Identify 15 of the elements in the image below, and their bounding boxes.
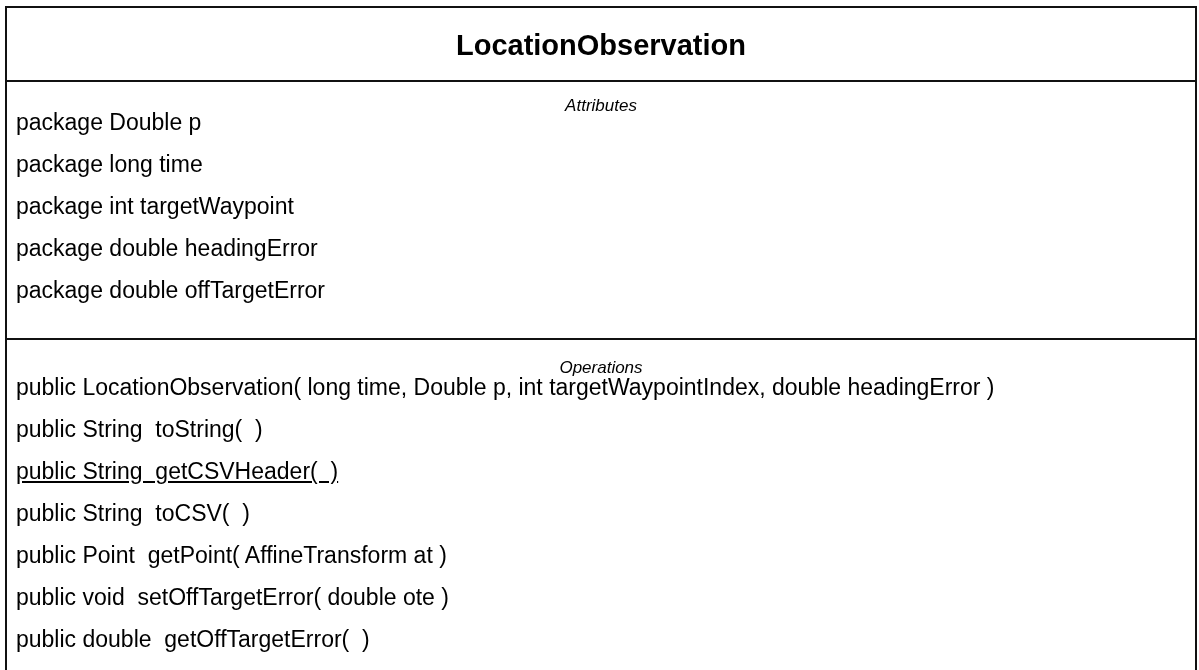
member-signature: package double headingError bbox=[16, 234, 318, 262]
member-signature: public Point getPoint( AffineTransform at ) bbox=[16, 541, 447, 569]
member-signature: public void setOffTargetError( double ote ) bbox=[16, 583, 449, 611]
class-name: LocationObservation bbox=[7, 8, 1195, 82]
member-signature: public String getCSVHeader( ) bbox=[16, 457, 339, 485]
member-signature: package int targetWaypoint bbox=[16, 192, 294, 220]
compartment-heading: Operations bbox=[558, 358, 644, 377]
member-signature: public String toCSV( ) bbox=[16, 499, 250, 527]
member-signature: public String toString( ) bbox=[16, 415, 263, 443]
compartment-heading: Attributes bbox=[563, 96, 638, 116]
member-signature: public double getOffTargetError( ) bbox=[16, 625, 370, 653]
member-signature: package Double p bbox=[16, 108, 202, 136]
class-box bbox=[5, 6, 1197, 670]
member-signature: package long time bbox=[16, 150, 203, 178]
member-signature: package double offTargetError bbox=[16, 276, 325, 304]
